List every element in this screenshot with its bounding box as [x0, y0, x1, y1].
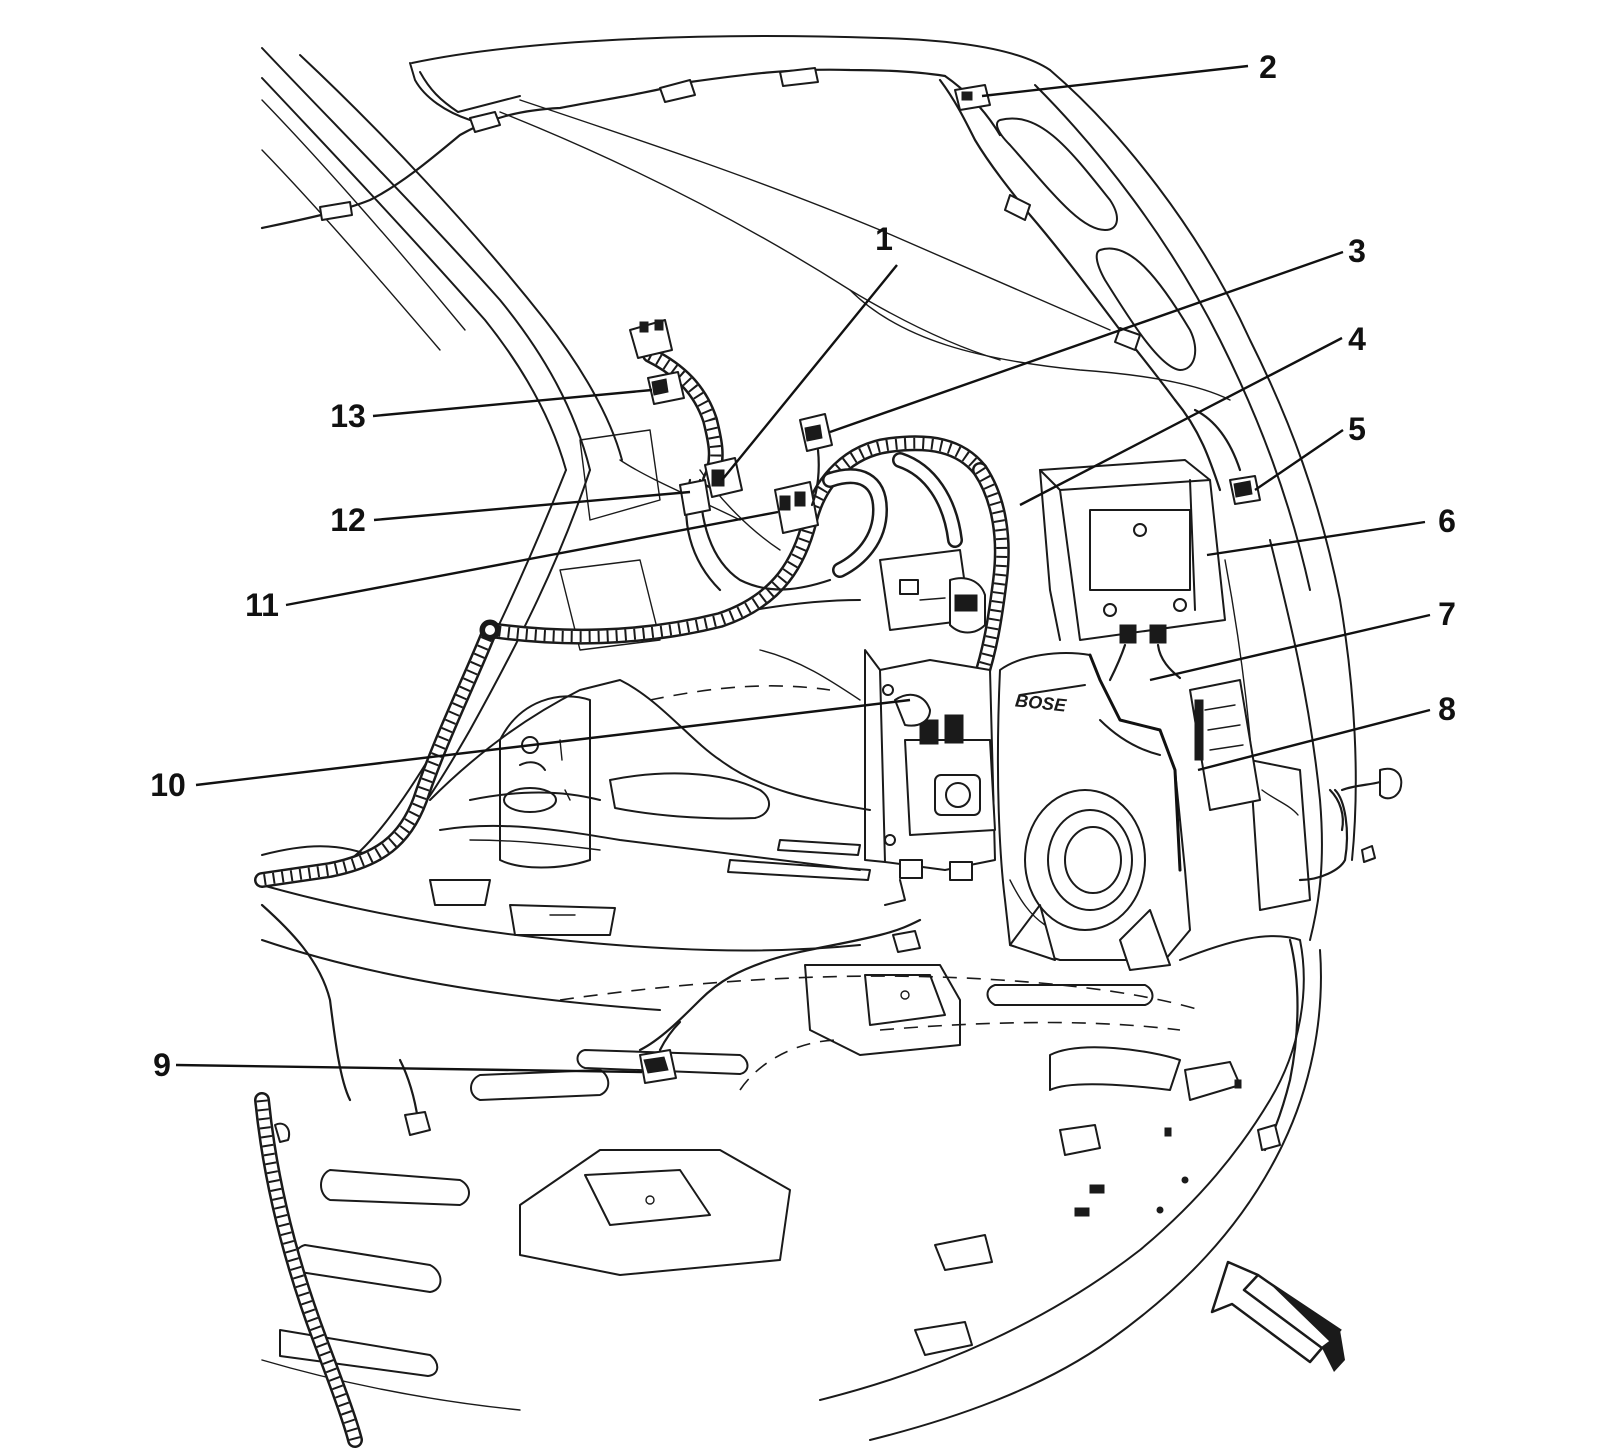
callout-10: 10	[150, 698, 911, 803]
callout-2-label: 2	[1259, 49, 1277, 85]
connector-bracket-upper	[879, 549, 986, 634]
callout-9-label: 9	[153, 1047, 171, 1083]
subwoofer-enclosure: BOSE	[996, 652, 1191, 971]
callout-6-label: 6	[1438, 503, 1456, 539]
callout-3: 3	[829, 233, 1366, 434]
callout-4-label: 4	[1348, 321, 1366, 357]
floor-connector	[639, 1020, 682, 1084]
left-pillar-connectors	[629, 319, 743, 516]
callout-10-label: 10	[150, 767, 186, 803]
liftgate-connector	[954, 84, 991, 111]
callout-1: 1	[721, 221, 898, 481]
callout-2: 2	[981, 49, 1277, 98]
callout-13: 13	[330, 388, 653, 434]
center-harness-connectors	[774, 413, 833, 534]
view-direction-arrow-icon	[1210, 1260, 1345, 1372]
rear-harness-connector	[274, 930, 921, 1143]
right-upper-connector	[1229, 475, 1261, 505]
wiring-harness-main	[254, 435, 1010, 888]
radio-control-module	[1039, 459, 1226, 682]
callout-1-label: 1	[875, 221, 893, 257]
callout-9: 9	[153, 1047, 643, 1083]
callout-8-label: 8	[1438, 691, 1456, 727]
callout-7: 7	[1149, 596, 1456, 682]
callouts: 1 2 3 4 5 6 7 8	[150, 49, 1456, 1083]
callout-6: 6	[1206, 503, 1456, 557]
callout-12-label: 12	[330, 502, 366, 538]
callout-7-label: 7	[1438, 596, 1456, 632]
callout-4: 4	[1019, 321, 1366, 507]
callout-11: 11	[245, 510, 779, 623]
callout-5-label: 5	[1348, 411, 1366, 447]
callout-12: 12	[330, 490, 691, 538]
wiring-harness-liftgate	[260, 67, 1242, 492]
callout-3-label: 3	[1348, 233, 1366, 269]
callout-13-label: 13	[330, 398, 366, 434]
callout-5: 5	[1254, 411, 1366, 491]
vehicle-body-outline	[261, 35, 1357, 1441]
amplifier-module	[864, 649, 996, 906]
callout-11-label: 11	[245, 587, 279, 623]
side-bracket-module	[1189, 679, 1261, 811]
callout-8: 8	[1197, 691, 1456, 772]
wiring-harness-floor	[254, 767, 1403, 1448]
